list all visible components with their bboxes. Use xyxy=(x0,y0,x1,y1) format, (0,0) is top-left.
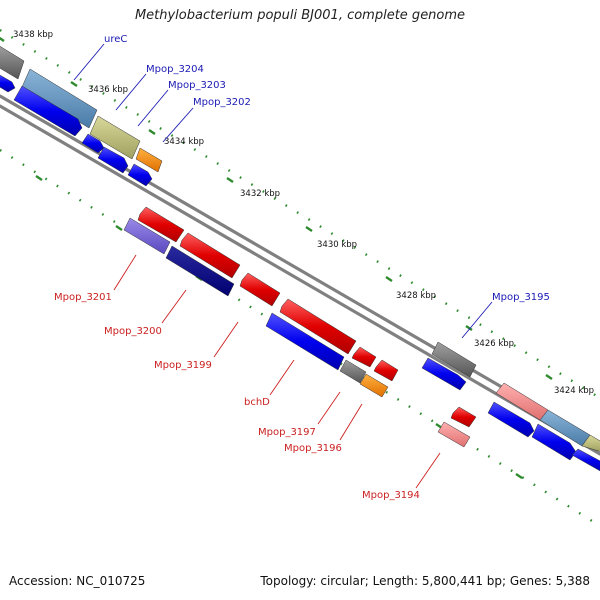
reverse-genes xyxy=(123,206,477,448)
gene-feature xyxy=(431,341,477,378)
major-tick xyxy=(0,36,5,42)
gene-feature xyxy=(0,45,25,80)
gene-label: Mpop_3194 xyxy=(362,490,420,501)
gene-feature xyxy=(279,298,357,355)
forward-gene-labels: ureC Mpop_3204 Mpop_3203 Mpop_3202 Mpop_… xyxy=(104,34,550,303)
ruler-labels: 3438 kbp 3436 kbp 3434 kbp 3432 kbp 3430… xyxy=(13,30,594,396)
backbone-line-inner xyxy=(0,104,600,456)
callout-line xyxy=(269,359,295,396)
callout-line xyxy=(339,403,363,441)
ruler-tick-track-inner xyxy=(0,148,600,528)
major-tick xyxy=(545,374,553,380)
gene-feature xyxy=(21,68,98,129)
gene-feature xyxy=(450,406,477,428)
gene-label: Mpop_3196 xyxy=(284,443,342,454)
ruler-label: 3428 kbp xyxy=(396,291,436,301)
gene-label: bchD xyxy=(244,397,270,408)
gene-feature xyxy=(135,147,163,173)
ruler-label: 3434 kbp xyxy=(164,137,204,147)
gene-label: Mpop_3203 xyxy=(168,80,226,91)
gene-feature xyxy=(487,401,535,438)
genome-summary-label: Topology: circular; Length: 5,800,441 bp… xyxy=(260,574,590,588)
major-tick xyxy=(148,129,156,135)
gene-label: Mpop_3199 xyxy=(154,360,212,371)
callout-line xyxy=(73,43,105,81)
gene-feature xyxy=(0,74,16,93)
gene-feature xyxy=(13,85,83,137)
major-tick xyxy=(515,473,523,479)
forward-callouts xyxy=(73,43,493,339)
ruler-label: 3432 kbp xyxy=(240,189,280,199)
gene-feature xyxy=(239,272,281,307)
gene-feature xyxy=(339,359,367,384)
ruler-label: 3430 kbp xyxy=(317,240,357,250)
gene-feature xyxy=(127,163,153,187)
gene-feature xyxy=(123,217,171,255)
gene-feature xyxy=(179,232,241,279)
gene-label: Mpop_3200 xyxy=(104,326,162,337)
major-tick xyxy=(70,81,78,87)
callout-line xyxy=(162,107,194,143)
ruler-label: 3424 kbp xyxy=(554,386,594,396)
gene-feature xyxy=(421,357,467,391)
gene-feature xyxy=(437,421,471,448)
gene-feature xyxy=(351,346,377,368)
ruler-label: 3426 kbp xyxy=(474,339,514,349)
accession-label: Accession: NC_010725 xyxy=(9,574,146,588)
gene-feature xyxy=(571,448,600,472)
gene-label: Mpop_3204 xyxy=(146,64,204,75)
major-tick xyxy=(35,175,43,181)
major-tick xyxy=(226,177,234,183)
gene-feature xyxy=(265,312,345,371)
gene-label: Mpop_3197 xyxy=(258,427,316,438)
major-tick xyxy=(465,325,473,331)
callout-line xyxy=(415,452,441,489)
callout-line xyxy=(317,391,341,425)
gene-feature xyxy=(81,133,105,154)
gene-feature xyxy=(97,146,129,174)
ruler-label: 3438 kbp xyxy=(13,30,53,40)
callout-line xyxy=(137,89,169,127)
callout-line xyxy=(113,254,137,291)
callout-line xyxy=(213,321,239,358)
gene-label: ureC xyxy=(104,34,127,45)
gene-feature xyxy=(359,373,389,398)
map-title: Methylobacterium populi BJ001, complete … xyxy=(134,8,466,23)
gene-feature xyxy=(89,115,141,160)
major-tick xyxy=(305,226,313,232)
ruler-label: 3436 kbp xyxy=(88,85,128,95)
callout-line xyxy=(461,301,493,339)
gene-label: Mpop_3202 xyxy=(193,97,251,108)
gene-feature xyxy=(373,359,399,382)
gene-feature xyxy=(581,434,600,452)
reverse-gene-labels: Mpop_3201 Mpop_3200 Mpop_3199 bchD Mpop_… xyxy=(54,292,420,501)
gene-feature xyxy=(165,245,235,297)
gene-label: Mpop_3201 xyxy=(54,292,112,303)
major-tick xyxy=(385,276,393,282)
gene-feature xyxy=(137,206,185,243)
callout-line xyxy=(161,289,187,324)
gene-feature xyxy=(531,423,577,461)
callout-line xyxy=(115,73,147,111)
forward-genes xyxy=(0,45,600,472)
reverse-callouts xyxy=(113,254,441,489)
gene-label: Mpop_3195 xyxy=(492,292,550,303)
major-tick xyxy=(115,225,123,231)
